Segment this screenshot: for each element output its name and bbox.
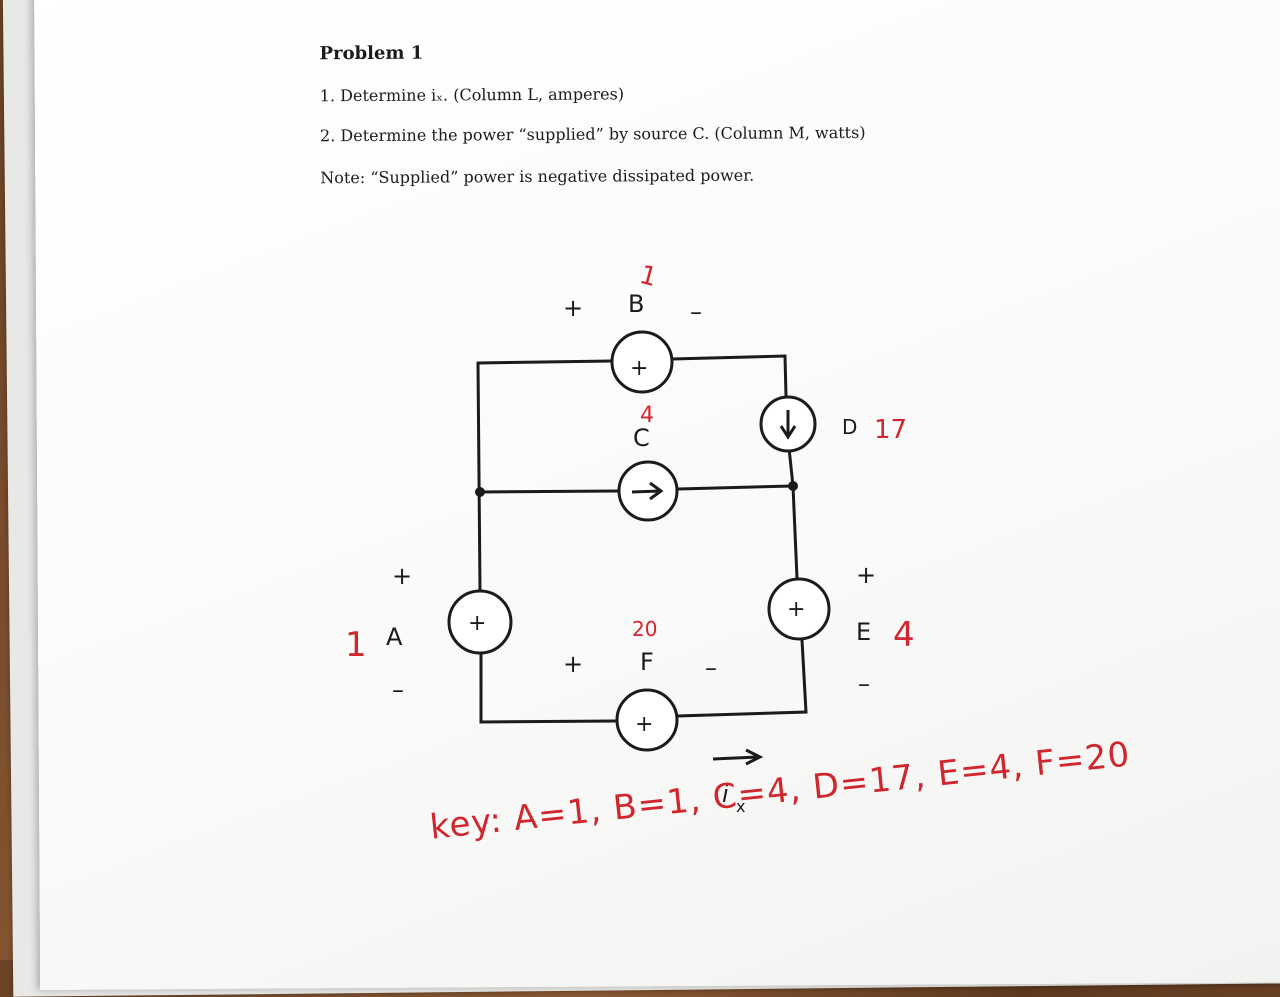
f-plus-sign: + [563, 650, 583, 678]
wire-right-lower [675, 638, 808, 718]
label-a: A [386, 623, 403, 651]
b-plus-sign: + [563, 294, 583, 322]
red-values: 1 4 17 1 4 20 [345, 260, 915, 665]
current-arrow-icon [712, 748, 764, 766]
source-b-polarity: + [630, 356, 648, 381]
value-a: 1 [345, 625, 367, 665]
f-minus-sign: – [705, 654, 717, 682]
value-b: 1 [636, 260, 660, 293]
wire-mid-right [676, 484, 795, 491]
label-c: C [633, 424, 650, 452]
label-e: E [856, 618, 871, 646]
a-minus-sign: – [392, 676, 404, 704]
arrow-down-icon [779, 410, 797, 440]
wire-left-upper [476, 361, 482, 592]
source-f-polarity: + [635, 712, 653, 737]
circuit-diagram: + + + + + B – C D + A – + E – + F – [345, 260, 915, 816]
wire-left-lower [479, 648, 619, 724]
value-e: 4 [893, 615, 915, 655]
value-d: 17 [874, 415, 907, 445]
e-minus-sign: – [858, 670, 870, 698]
b-minus-sign: – [690, 298, 702, 326]
label-d: D [842, 415, 857, 439]
arrow-right-icon [631, 481, 664, 501]
node-left [475, 487, 485, 497]
e-plus-sign: + [856, 561, 876, 589]
ix-subscript: x [736, 797, 745, 816]
source-c [617, 460, 679, 522]
source-a: + [447, 589, 513, 655]
source-f: + [615, 688, 679, 752]
wire-right-upper [787, 446, 799, 580]
source-e: + [767, 577, 831, 641]
value-f: 20 [632, 617, 657, 641]
source-b: + [610, 330, 674, 394]
value-c: 4 [640, 403, 654, 428]
label-f: F [640, 648, 654, 676]
source-e-polarity: + [787, 597, 805, 622]
wire-mid-left [478, 489, 620, 494]
source-a-polarity: + [468, 611, 486, 636]
node-right [788, 481, 798, 491]
black-labels: + B – C D + A – + E – + F – i x [386, 290, 876, 816]
ix-label: i [722, 780, 729, 808]
circuit-wires [476, 354, 808, 724]
wire-top-left [476, 359, 614, 365]
a-plus-sign: + [392, 562, 412, 590]
wire-top-right [670, 354, 788, 398]
label-b: B [628, 290, 644, 318]
source-d [759, 395, 817, 453]
